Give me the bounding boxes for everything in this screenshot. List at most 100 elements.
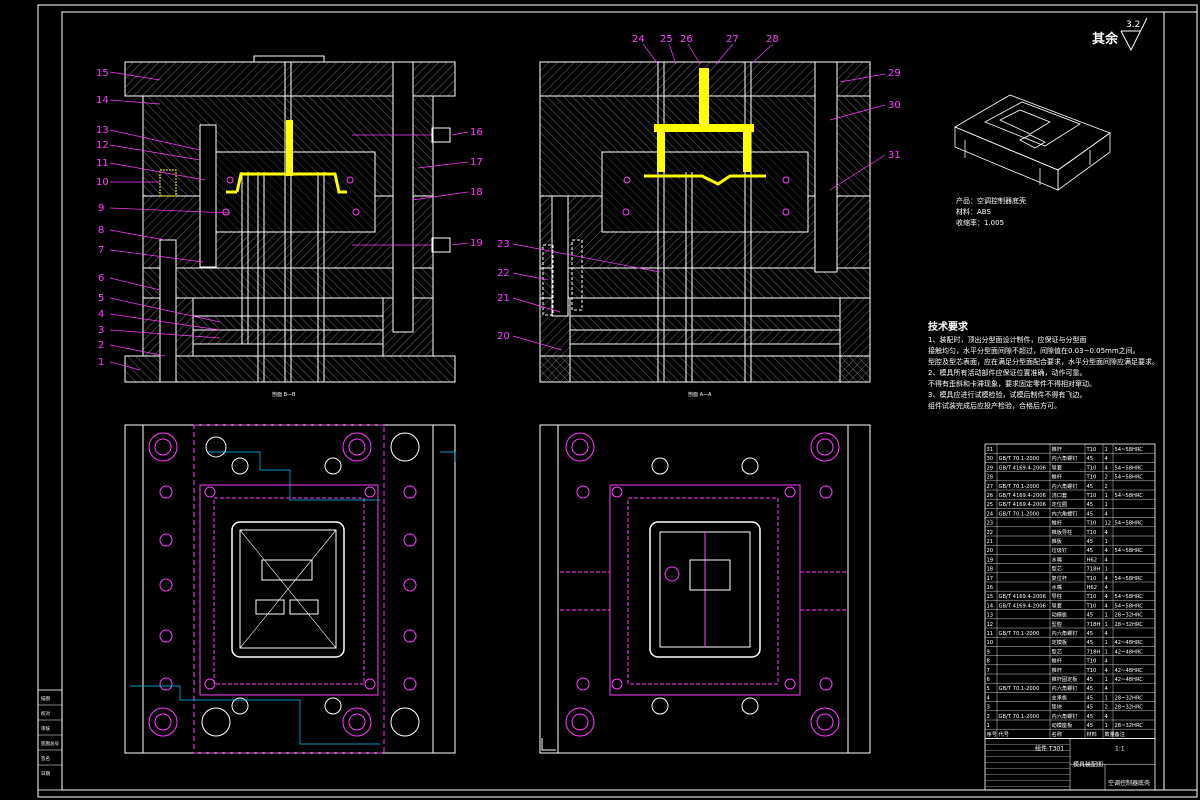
bom-cell: 18 bbox=[987, 567, 994, 573]
bom-cell: 12 bbox=[987, 622, 994, 628]
callout: 8 bbox=[98, 225, 104, 236]
bom-cell: 45 bbox=[1087, 511, 1094, 517]
callout: 14 bbox=[96, 95, 109, 106]
product-name: 产品：空调控制器底壳 bbox=[956, 197, 1026, 205]
bom-cell: 导套 bbox=[1052, 601, 1063, 609]
bom-cell: T10 bbox=[1086, 475, 1097, 481]
callout: 7 bbox=[98, 245, 104, 256]
callout: 31 bbox=[888, 150, 901, 161]
bom-cell: 推板导柱 bbox=[1052, 528, 1073, 536]
bom-cell: 45 bbox=[1087, 484, 1094, 490]
bom-cell: T10 bbox=[1086, 603, 1097, 609]
bom-cell: 内六角螺钉 bbox=[1052, 454, 1078, 462]
left-strip-label: 日期 bbox=[41, 771, 50, 777]
bom-cell: 14 bbox=[987, 603, 994, 609]
plan-left-cooling bbox=[130, 451, 456, 745]
bom-cell: 30 bbox=[987, 456, 994, 462]
bom-cell: 2 bbox=[1105, 705, 1108, 711]
bom-cell: 10 bbox=[987, 640, 994, 646]
tech-line: 3、模具应进行试模检验，试模后制件不得有飞边。 bbox=[928, 391, 1087, 399]
product-info: 产品：空调控制器底壳 材料：ABS 收缩率：1.005 bbox=[956, 196, 1026, 229]
callout: 13 bbox=[96, 125, 109, 136]
bom-cell: 3 bbox=[987, 705, 990, 711]
bom-cell: T10 bbox=[1086, 668, 1097, 674]
tech-line: 型腔及型芯表面，应在满足分型面配合要求，水平分型面间隙应满足要求。 bbox=[928, 358, 1159, 366]
bom-cell: 45 bbox=[1087, 714, 1094, 720]
roughness-value: 3.2 bbox=[1126, 20, 1141, 30]
left-strip-label: 校对 bbox=[41, 710, 50, 717]
bom-cell: 1 bbox=[1105, 677, 1108, 683]
bom-cell: 718H bbox=[1087, 622, 1101, 628]
bom-cell: 型芯 bbox=[1052, 647, 1062, 655]
bom-cell: 42~48HRC bbox=[1115, 677, 1144, 683]
bom-cell: GB/T 4169.4-2006 bbox=[999, 502, 1046, 508]
bom-cell: 1 bbox=[1105, 502, 1108, 508]
bom-cell: 54~58HRC bbox=[1115, 521, 1144, 527]
callout: 16 bbox=[470, 127, 483, 138]
bom-cell: 1 bbox=[1105, 649, 1108, 655]
bom-cell: 定位圈 bbox=[1052, 500, 1068, 508]
bom-cell: 4 bbox=[1105, 631, 1109, 637]
bom-cell: 45 bbox=[1087, 502, 1094, 508]
bom-cell: 21 bbox=[987, 539, 994, 545]
callout: 10 bbox=[96, 177, 109, 188]
left-strip bbox=[37, 689, 63, 791]
callout: 28 bbox=[766, 34, 779, 45]
bom-cell: 4 bbox=[1105, 585, 1109, 591]
bom-cell: 内六角螺钉 bbox=[1052, 629, 1078, 637]
bom-cell: 28~32HRC bbox=[1115, 705, 1144, 711]
bom-cell: 1 bbox=[987, 723, 990, 729]
title-block-text: 1:1 bbox=[1115, 745, 1125, 752]
section-view-right bbox=[539, 61, 871, 383]
tech-line: 2、模具所有活动部件应保证位置准确，动作可靠。 bbox=[928, 369, 1087, 377]
bom-cell: 推杆 bbox=[1052, 666, 1062, 674]
bom-cell: 54~58HRC bbox=[1115, 576, 1144, 582]
bom-cell: T10 bbox=[1086, 447, 1097, 453]
bom-cell: 内六角螺钉 bbox=[1052, 684, 1078, 692]
callout: 21 bbox=[497, 293, 510, 304]
bom-cell: 水嘴 bbox=[1052, 555, 1062, 563]
callout: 29 bbox=[888, 68, 901, 79]
bom-cell: 6 bbox=[987, 677, 990, 683]
bom-cell: T10 bbox=[1086, 521, 1097, 527]
bom-cell: 23 bbox=[987, 521, 994, 527]
bom-cell: 水嘴 bbox=[1052, 583, 1062, 591]
bom-cell: 28 bbox=[987, 475, 994, 481]
bom-cell: GB/T 70.1-2000 bbox=[999, 714, 1040, 720]
bom-cell: 推杆 bbox=[1052, 473, 1062, 481]
bom-cell: 8 bbox=[987, 659, 990, 665]
bom-cell: GB/T 4169.4-2006 bbox=[999, 603, 1046, 609]
plan-view-left bbox=[124, 424, 456, 754]
callout: 6 bbox=[98, 273, 104, 284]
plan-view-right bbox=[539, 424, 871, 754]
bom-cell: 15 bbox=[987, 594, 994, 600]
bom-cell: 定模板 bbox=[1052, 638, 1068, 646]
bom-cell: 推杆 bbox=[1052, 519, 1062, 527]
bom-cell: 22 bbox=[987, 530, 994, 536]
bom-cell: 17 bbox=[987, 576, 994, 582]
bom-cell: 28~32HRC bbox=[1115, 723, 1144, 729]
bom-cell: 718H bbox=[1087, 567, 1101, 573]
bom-header-cell: 序号 bbox=[987, 730, 997, 738]
bom-cell: 45 bbox=[1087, 456, 1094, 462]
bom-cell: 导套 bbox=[1052, 463, 1063, 471]
bom-cell: 42~48HRC bbox=[1115, 640, 1144, 646]
bom-cell: 42~48HRC bbox=[1115, 649, 1144, 655]
tech-line: 1、装配时，顶出分型面设计制件，应保证与分型面 bbox=[928, 336, 1087, 344]
bom-cell: 4 bbox=[1105, 557, 1109, 563]
bom-cell: 19 bbox=[987, 557, 994, 563]
bom-cell: 12 bbox=[1105, 521, 1112, 527]
bom-cell: 7 bbox=[987, 668, 990, 674]
bom-header-cell: 材料 bbox=[1087, 730, 1097, 738]
bom-header-cell: 代号 bbox=[999, 730, 1009, 738]
bom-cell: 54~58HRC bbox=[1115, 548, 1144, 554]
bom-cell: 内六角螺钉 bbox=[1052, 712, 1078, 720]
bom-cell: 1 bbox=[1105, 447, 1108, 453]
left-strip-label: 描图 bbox=[41, 695, 50, 702]
title-block-text: 模具装配图 bbox=[1073, 760, 1103, 768]
bom-cell: 45 bbox=[1087, 695, 1094, 701]
bom-cell: 9 bbox=[987, 649, 990, 655]
bom-cell: H62 bbox=[1087, 557, 1098, 563]
bom-cell: 4 bbox=[1105, 530, 1109, 536]
